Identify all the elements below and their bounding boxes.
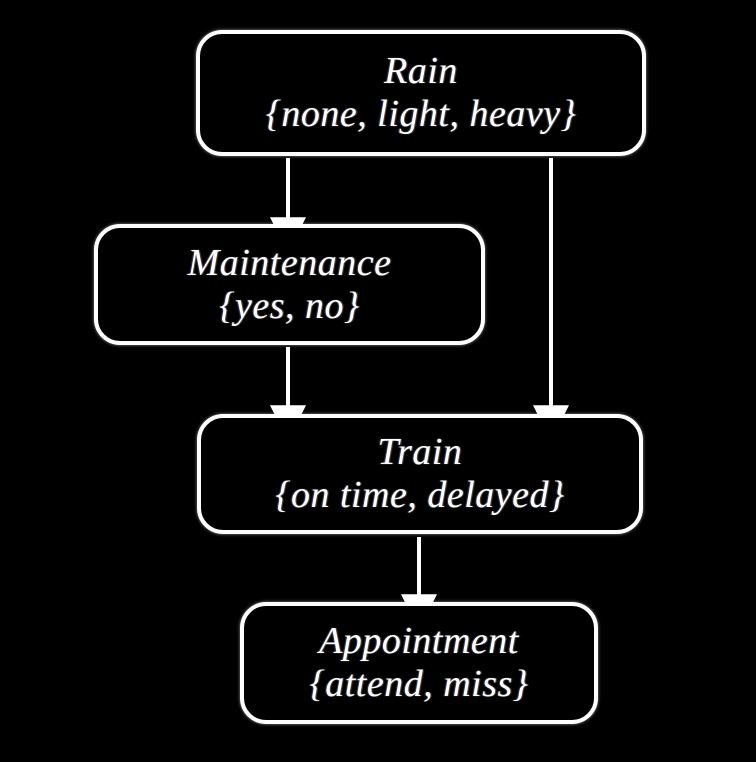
node-train-title: Train [377, 431, 463, 474]
node-train[interactable]: Train {on time, delayed} [197, 414, 643, 534]
node-maintenance[interactable]: Maintenance {yes, no} [94, 224, 485, 345]
node-maintenance-title: Maintenance [187, 241, 392, 284]
node-train-states: {on time, delayed} [275, 474, 565, 516]
node-rain[interactable]: Rain {none, light, heavy} [196, 30, 646, 156]
node-appointment-states: {attend, miss} [309, 663, 529, 705]
node-rain-title: Rain [384, 50, 458, 93]
node-rain-states: {none, light, heavy} [265, 93, 577, 135]
node-maintenance-states: {yes, no} [219, 284, 360, 327]
node-appointment-title: Appointment [319, 620, 519, 663]
node-appointment[interactable]: Appointment {attend, miss} [240, 602, 598, 724]
